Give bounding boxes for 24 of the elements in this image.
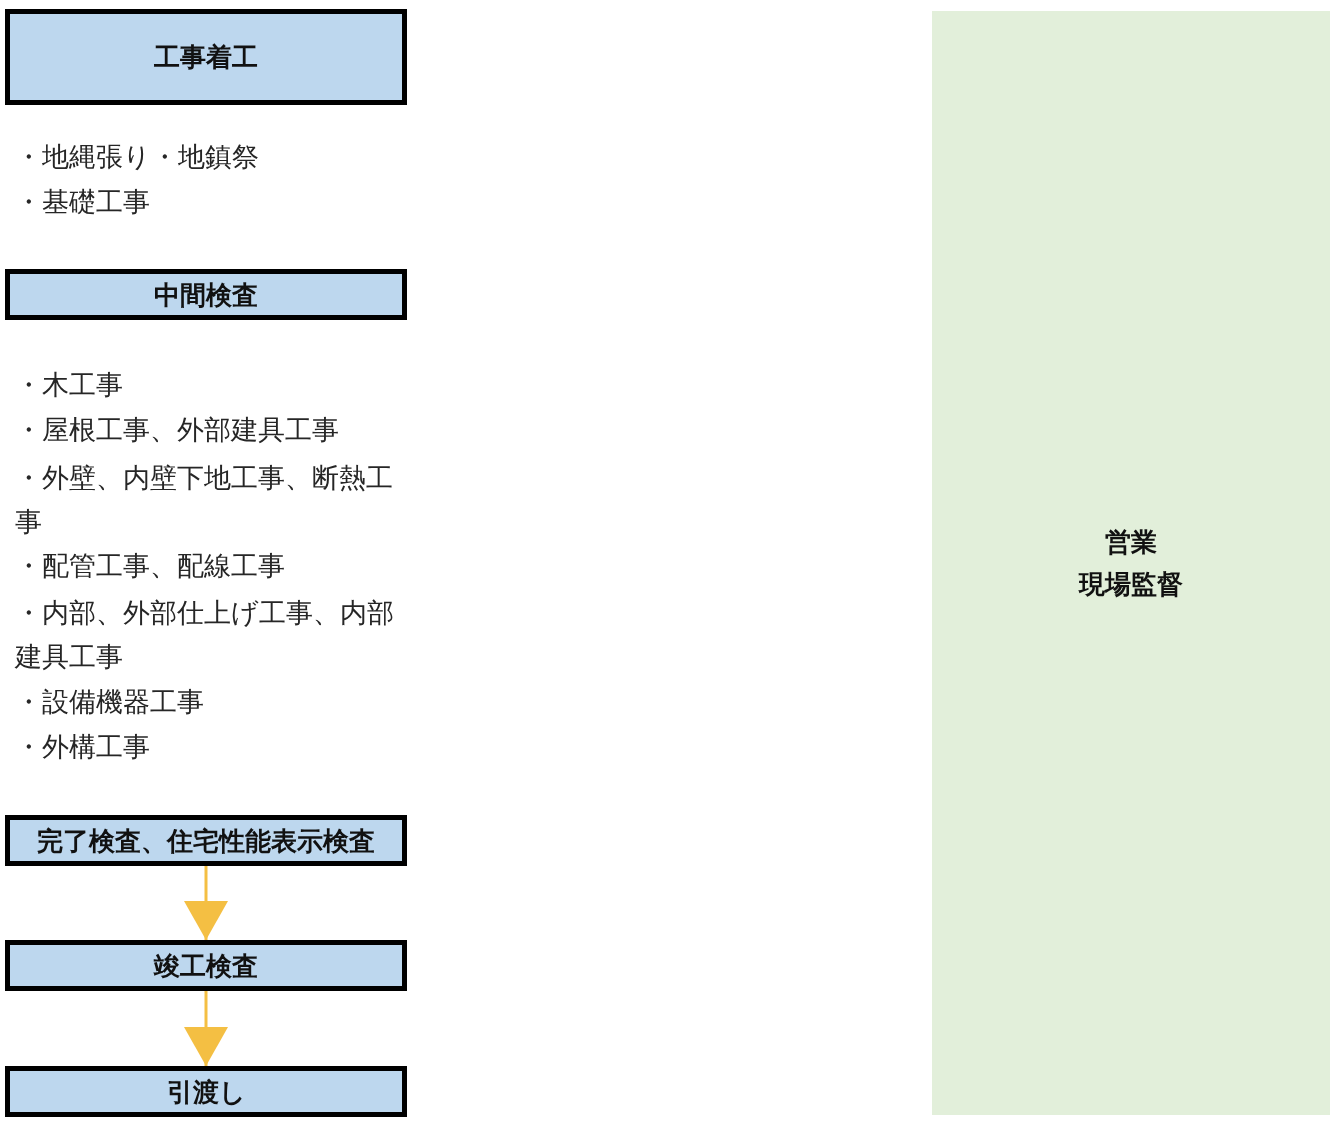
work-item-text: ・屋根工事、外部建具工事 [15,413,340,447]
step-label: 竣工検査 [154,950,258,981]
role-band [932,11,1330,1115]
process-box [5,269,407,320]
step-label: 引渡し [166,1076,246,1107]
work-item-text: ・外壁、内壁下地工事、断熱工事 [15,461,394,539]
step-label: 中間検査 [154,279,258,310]
process-box [5,815,407,866]
arrow [184,866,228,940]
step-label: 工事着工 [154,42,258,72]
work-item-text: ・設備機器工事 [15,685,205,719]
step-label: 完了検査、住宅性能表示検査 [37,825,375,856]
arrow [184,991,228,1066]
process-box [5,1066,407,1117]
work-item-text: ・木工事 [15,368,124,402]
process-box [5,9,407,105]
work-item-text: ・内部、外部仕上げ工事、内部建具工事 [15,596,395,674]
process-box [5,940,407,991]
role-label: 現場監督 [1079,569,1183,599]
role-label: 営業 [1105,527,1157,557]
work-item-text: ・配管工事、配線工事 [15,549,286,583]
work-item-text: ・基礎工事 [15,185,151,219]
work-item-text: ・外構工事 [15,730,151,764]
work-item-text: ・地縄張り・地鎮祭 [15,140,260,174]
